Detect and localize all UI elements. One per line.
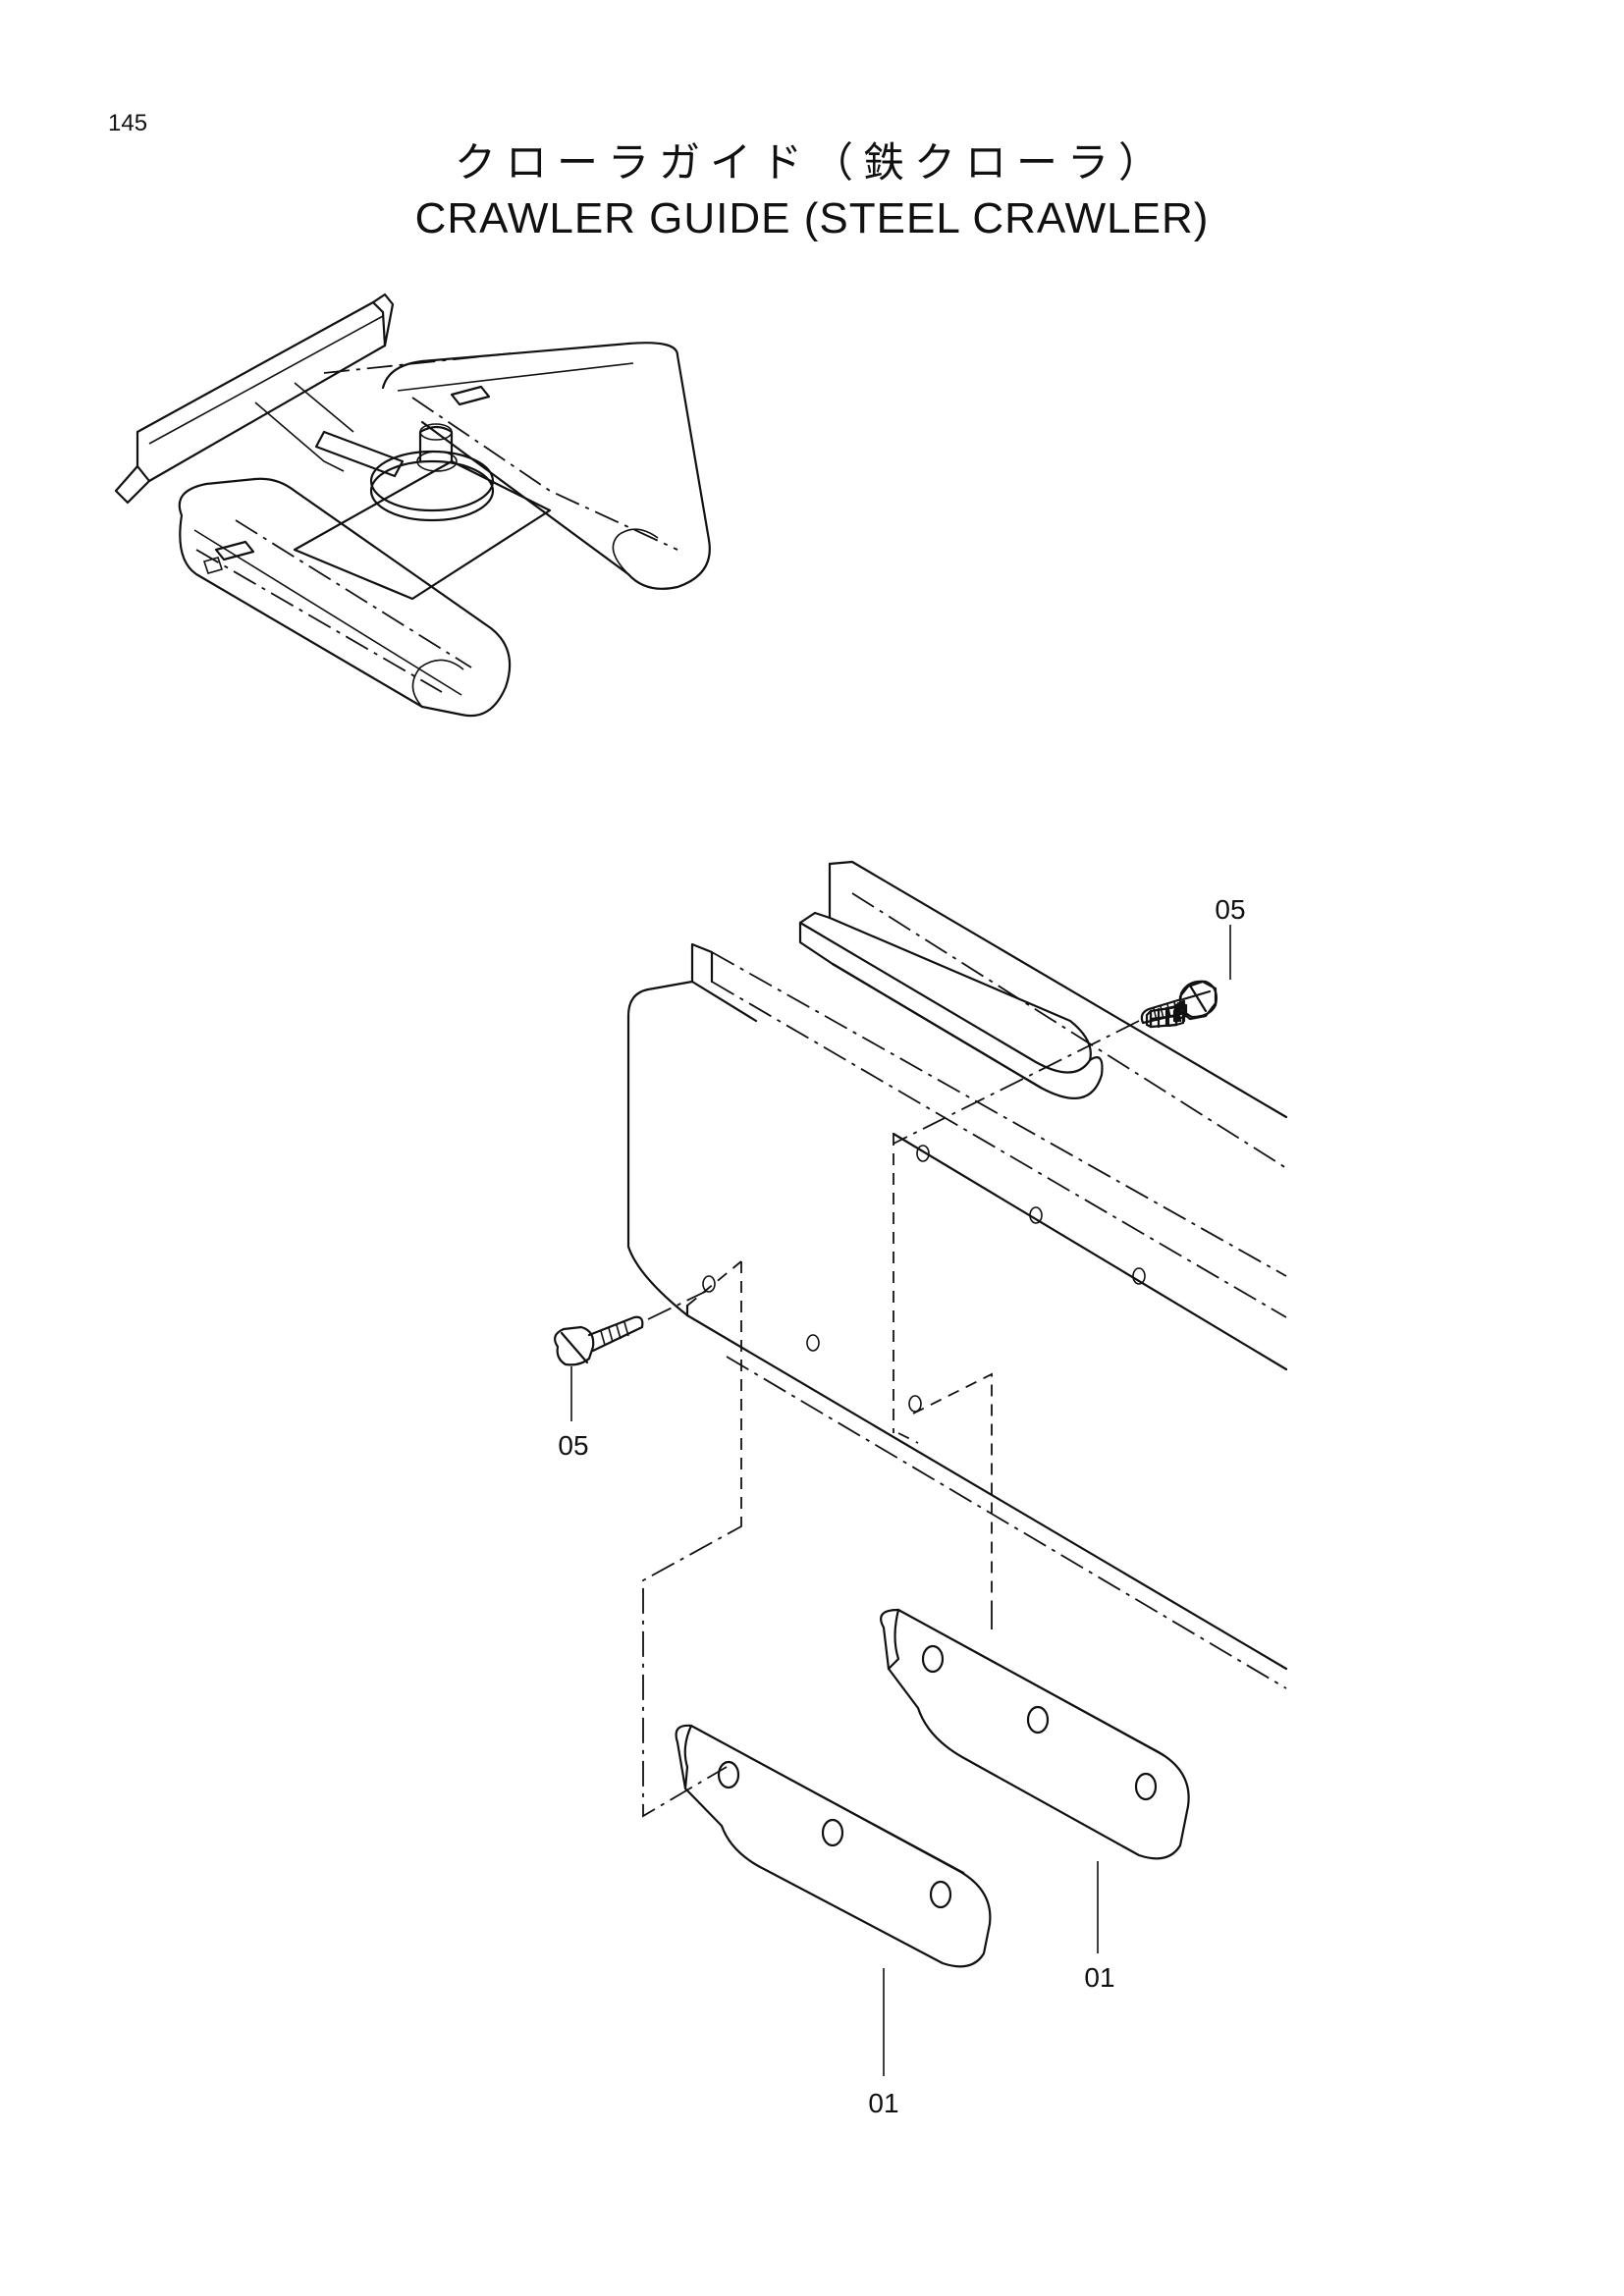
title-japanese: クローラガイド（鉄クローラ） <box>454 138 1169 187</box>
undercarriage-overview <box>114 293 711 718</box>
bolt-top-shape <box>1140 980 1218 1025</box>
callout-guide-left: 01 <box>868 2088 898 2118</box>
track-frame <box>626 860 1288 1818</box>
callout-bolt-left: 05 <box>558 1430 588 1461</box>
page-number: 145 <box>108 110 148 136</box>
crawler-guide-left <box>675 1724 992 1968</box>
bolt-left-shape <box>554 1315 644 1366</box>
title-english: CRAWLER GUIDE (STEEL CRAWLER) <box>414 194 1210 242</box>
crawler-guide-right <box>880 1608 1190 1860</box>
callout-bolt-top: 05 <box>1215 894 1245 925</box>
callout-guide-right: 01 <box>1084 1962 1114 1993</box>
